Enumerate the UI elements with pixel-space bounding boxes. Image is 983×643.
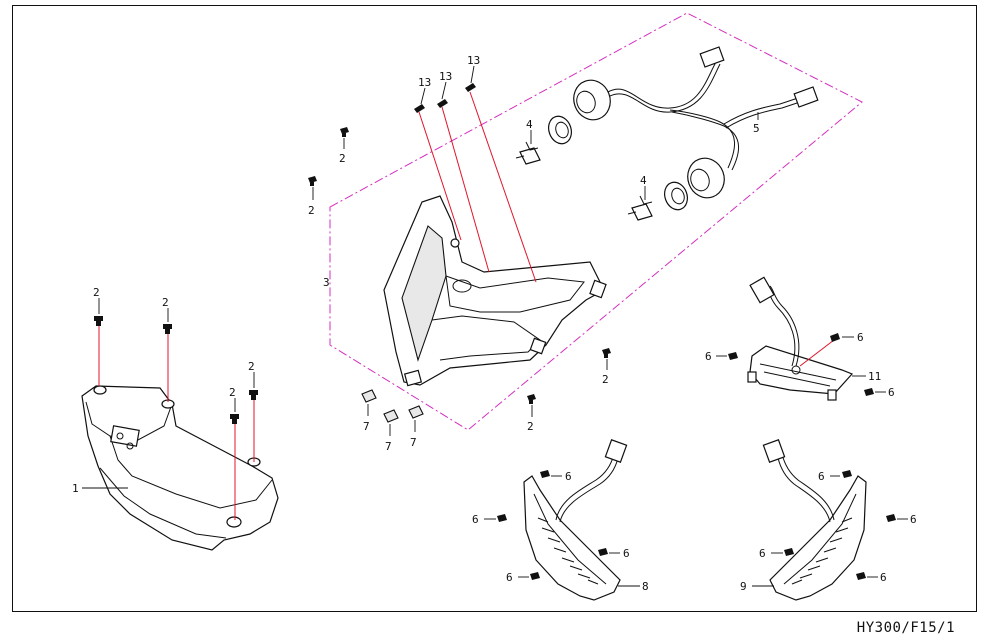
screw-icon bbox=[598, 548, 608, 556]
headlight-housing bbox=[383, 195, 607, 387]
bulb-lower bbox=[627, 181, 688, 221]
screw-icon bbox=[497, 514, 507, 522]
callout-2f: 2 bbox=[229, 386, 236, 399]
callout-6d: 6 bbox=[565, 470, 572, 483]
callout-3: 3 bbox=[323, 276, 330, 289]
callout-6e: 6 bbox=[472, 513, 479, 526]
callout-4b: 4 bbox=[640, 174, 647, 187]
callout-7a: 7 bbox=[363, 420, 370, 433]
headlight-assembly-boundary bbox=[329, 12, 863, 431]
screw-icon bbox=[856, 572, 866, 580]
turn-signal-9 bbox=[762, 439, 867, 601]
screw-icon bbox=[728, 352, 738, 360]
callout-2b: 2 bbox=[308, 204, 315, 217]
callout-2h: 2 bbox=[527, 420, 534, 433]
screw-icon bbox=[784, 548, 794, 556]
callout-5: 5 bbox=[753, 122, 760, 135]
callout-6g: 6 bbox=[506, 571, 513, 584]
callout-6a: 6 bbox=[857, 331, 864, 344]
screw-icon bbox=[540, 470, 550, 478]
screw-icon bbox=[465, 83, 476, 92]
screw-icon bbox=[886, 514, 896, 522]
clip-group bbox=[361, 389, 424, 423]
callout-2g: 2 bbox=[602, 373, 609, 386]
screw-icon bbox=[340, 127, 349, 137]
callout-6c: 6 bbox=[888, 386, 895, 399]
screw-icon bbox=[414, 104, 425, 113]
callout-6h: 6 bbox=[818, 470, 825, 483]
screw-icon bbox=[308, 176, 317, 186]
callout-6k: 6 bbox=[880, 571, 887, 584]
callout-1: 1 bbox=[72, 482, 79, 495]
side-lamp-11 bbox=[747, 276, 854, 401]
screw-icon bbox=[864, 388, 874, 396]
callout-13b: 13 bbox=[439, 70, 452, 83]
screw-icon bbox=[527, 394, 536, 404]
bulb-upper bbox=[515, 115, 572, 165]
callout-6f: 6 bbox=[623, 547, 630, 560]
callout-2a: 2 bbox=[339, 152, 346, 165]
screw-icon bbox=[530, 572, 540, 580]
diagram-frame bbox=[12, 5, 977, 612]
callout-9: 9 bbox=[740, 580, 747, 593]
callout-7c: 7 bbox=[410, 436, 417, 449]
callout-6j: 6 bbox=[759, 547, 766, 560]
callout-11: 11 bbox=[868, 370, 881, 383]
screw-icon bbox=[437, 99, 448, 108]
callout-6i: 6 bbox=[910, 513, 917, 526]
turn-signal-8 bbox=[523, 439, 628, 601]
wiring-harness bbox=[573, 46, 819, 199]
callout-7b: 7 bbox=[385, 440, 392, 453]
clip-icon bbox=[408, 405, 424, 419]
callout-2c: 2 bbox=[93, 286, 100, 299]
diagram-code: HY300/F15/1 bbox=[856, 620, 955, 636]
callout-13a: 13 bbox=[418, 76, 431, 89]
screw-icon bbox=[842, 470, 852, 478]
clip-icon bbox=[383, 409, 399, 423]
screw-icon bbox=[249, 390, 258, 400]
screw-icon bbox=[94, 316, 103, 326]
screw-icon bbox=[602, 348, 611, 358]
callout-2e: 2 bbox=[248, 360, 255, 373]
screw-13-group bbox=[414, 83, 476, 113]
front-cover bbox=[81, 385, 279, 551]
callout-13c: 13 bbox=[467, 54, 480, 67]
screw-icon bbox=[230, 414, 239, 424]
screw-icon bbox=[830, 333, 840, 342]
callout-6b: 6 bbox=[705, 350, 712, 363]
screw-icon bbox=[163, 324, 172, 334]
callout-2d: 2 bbox=[162, 296, 169, 309]
callout-4a: 4 bbox=[526, 118, 533, 131]
clip-icon bbox=[361, 389, 377, 403]
callout-8: 8 bbox=[642, 580, 649, 593]
